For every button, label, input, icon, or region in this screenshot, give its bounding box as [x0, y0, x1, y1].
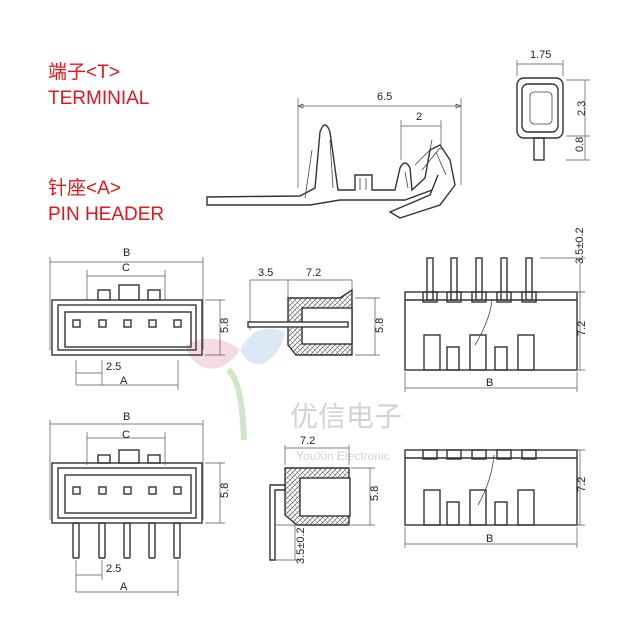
dim-terminal-width: 1.75: [530, 49, 551, 61]
terminal-title-en: TERMINIAL: [48, 88, 150, 109]
dim-terminal-2: 2: [416, 111, 422, 123]
dim-b-br: B: [486, 533, 493, 545]
header-front-view-straight: B C 5.8 2.5 A: [49, 247, 231, 390]
header-side-view-straight: 3.5 7.2 5.8: [247, 267, 386, 356]
dim-terminal-pin: 0.8: [574, 137, 586, 152]
dim-72-tr: 7.2: [576, 321, 588, 336]
header-side-view-rightangle: 7.2 5.8 3.5±0.2: [269, 435, 381, 564]
dim-b-bl: B: [123, 411, 130, 423]
watermark-cn: 优信电子: [290, 401, 402, 432]
header-title-en: PIN HEADER: [48, 204, 165, 225]
dim-a-tl: A: [120, 375, 128, 387]
dim-pitch-bl: 2.5: [106, 563, 121, 575]
pins-tr: [426, 257, 533, 301]
dim-58-tl: 5.8: [219, 318, 231, 333]
terminal-title-cn: 端子<T>: [48, 62, 120, 83]
dim-terminal-length: 6.5: [377, 91, 392, 103]
watermark-en: YouXin Electronic: [296, 449, 390, 463]
dim-35tol-bm: 3.5±0.2: [295, 527, 307, 564]
dim-72-br: 7.2: [576, 477, 588, 492]
dim-58-tm: 5.8: [374, 318, 386, 333]
dim-c-bl: C: [122, 429, 130, 441]
dim-72-tm: 7.2: [306, 267, 321, 279]
dim-a-bl: A: [120, 581, 128, 593]
header-front-view-rightangle: B C 5.8 2.5 A: [49, 411, 231, 596]
dim-58-bm: 5.8: [369, 486, 381, 501]
dim-terminal-height: 2.3: [576, 101, 588, 116]
dim-35-tm: 3.5: [258, 267, 273, 279]
pins-bl: [72, 522, 181, 559]
terminal-side-view: 6.5 2: [206, 91, 462, 219]
dim-b-top: B: [123, 247, 130, 259]
dim-35tol-tr: 3.5±0.2: [574, 227, 586, 264]
dim-pitch-tl: 2.5: [106, 361, 121, 373]
dim-b-tr: B: [486, 377, 493, 389]
terminal-end-view: 1.75 2.3 0.8: [516, 49, 590, 161]
dim-c-top: C: [122, 262, 130, 274]
header-rear-view-rightangle: 7.2 B: [404, 449, 588, 548]
watermark: 优信电子 YouXin Electronic: [185, 328, 402, 463]
dim-72-bm: 7.2: [300, 435, 315, 447]
dim-58-bl: 5.8: [219, 483, 231, 498]
header-title-cn: 针座<A>: [48, 178, 121, 199]
header-rear-view-straight: 3.5±0.2 7.2 B: [404, 227, 588, 392]
